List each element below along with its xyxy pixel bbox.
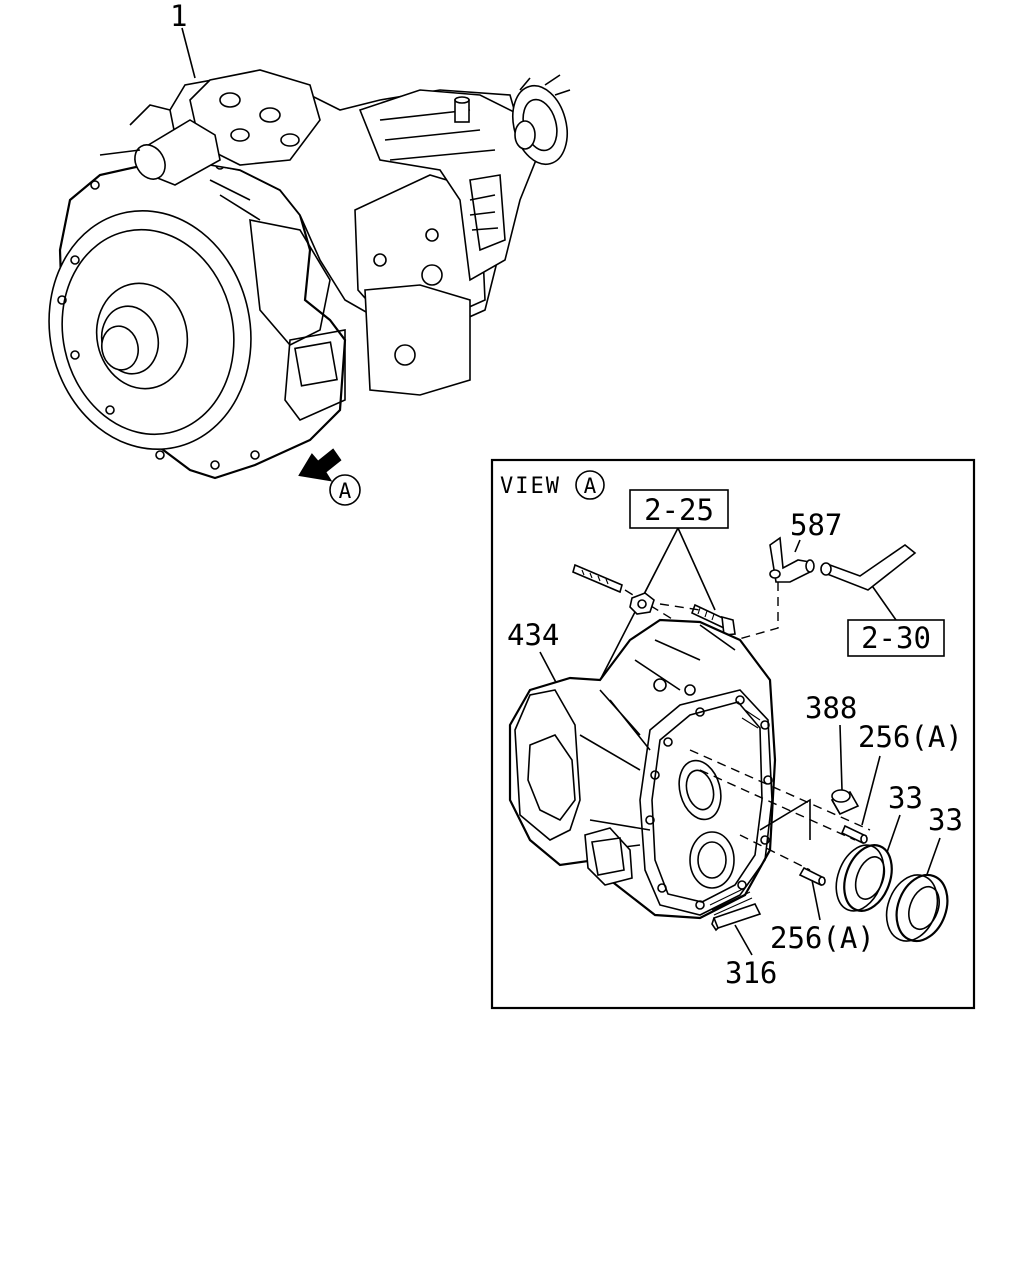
callout-434: 434 (507, 618, 559, 652)
callout-587: 587 (790, 508, 842, 542)
callout-1: 1 (170, 0, 187, 33)
callout-33-a: 33 (888, 781, 923, 815)
part-pin-256a-lower: 256(A) (770, 866, 875, 955)
view-a-title: VIEW A (500, 470, 605, 500)
view-a-letter: A (339, 479, 352, 503)
part-seal-33-a: 33 (835, 781, 923, 912)
callout-2-30: 2-30 (861, 621, 931, 655)
callout-2-25: 2-25 (644, 493, 714, 527)
callout-256a-upper: 256(A) (858, 720, 963, 754)
part-seal-33-b: 33 (885, 803, 963, 943)
part-pipe-587: 587 (699, 508, 917, 651)
callout-388: 388 (805, 691, 857, 725)
view-a-frame (490, 458, 976, 1010)
callout-316: 316 (725, 956, 777, 990)
view-a-marker: A (329, 474, 361, 506)
part-plate-316: 316 (711, 903, 777, 990)
view-title-text: VIEW (500, 474, 561, 499)
part-pin-256a-upper: 256(A) (840, 720, 963, 845)
part-housing-434: 434 (507, 618, 871, 920)
part-bushing-388: 388 (805, 691, 860, 816)
transmission-assembly (48, 27, 571, 482)
callout-256a-lower: 256(A) (770, 921, 875, 955)
callout-bolt-kit: 2-25 (594, 489, 729, 691)
view-title-letter: A (584, 474, 597, 498)
callout-33-b: 33 (928, 803, 963, 837)
callout-hose-kit: 2-30 (847, 579, 945, 657)
